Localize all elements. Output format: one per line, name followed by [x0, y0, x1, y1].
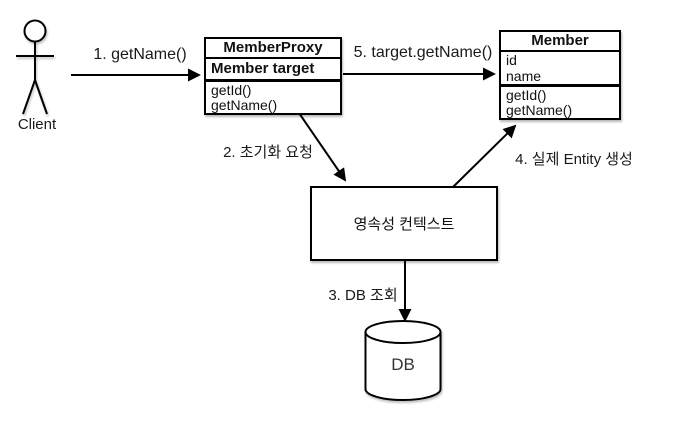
member-proxy-field-target: Member target [206, 59, 340, 82]
class-box-member: Member id name getId() getName() [499, 30, 621, 120]
database-label: DB [391, 355, 415, 374]
arrow-step2-init-request [298, 112, 347, 182]
member-field-id: id [506, 52, 517, 68]
actor-stick-figure [16, 19, 54, 115]
member-fields: id name [501, 52, 619, 87]
step2-label: 2. 초기화 요청 [223, 144, 313, 161]
database-cylinder-top [364, 320, 442, 344]
actor-right-leg [34, 79, 48, 115]
member-field-name: name [506, 67, 542, 84]
persistence-context-label: 영속성 컨텍스트 [353, 216, 455, 233]
database-cylinder-body [364, 332, 442, 401]
actor-head [23, 19, 47, 43]
step3-label: 3. DB 조회 [328, 287, 398, 304]
member-proxy-method-getname: getName() [211, 97, 278, 113]
persistence-context-box: 영속성 컨텍스트 [310, 186, 498, 261]
member-methods: getId() getName() [501, 87, 619, 118]
member-proxy-title: MemberProxy [206, 39, 340, 59]
arrow-step4-create-entity [452, 124, 517, 188]
step4-label: 4. 실제 Entity 생성 [515, 151, 633, 168]
member-method-getname: getName() [506, 102, 573, 118]
actor-label: Client [17, 116, 57, 133]
member-proxy-methods: getId() getName() [206, 82, 340, 113]
member-title: Member [501, 32, 619, 52]
step1-label: 1. getName() [93, 46, 187, 63]
member-method-getid: getId() [506, 87, 547, 103]
step5-label: 5. target.getName() [353, 44, 493, 61]
class-box-member-proxy: MemberProxy Member target getId() getNam… [204, 37, 342, 115]
member-proxy-method-getid: getId() [211, 82, 252, 98]
database-cylinder [364, 320, 442, 401]
actor-left-leg [22, 79, 36, 115]
